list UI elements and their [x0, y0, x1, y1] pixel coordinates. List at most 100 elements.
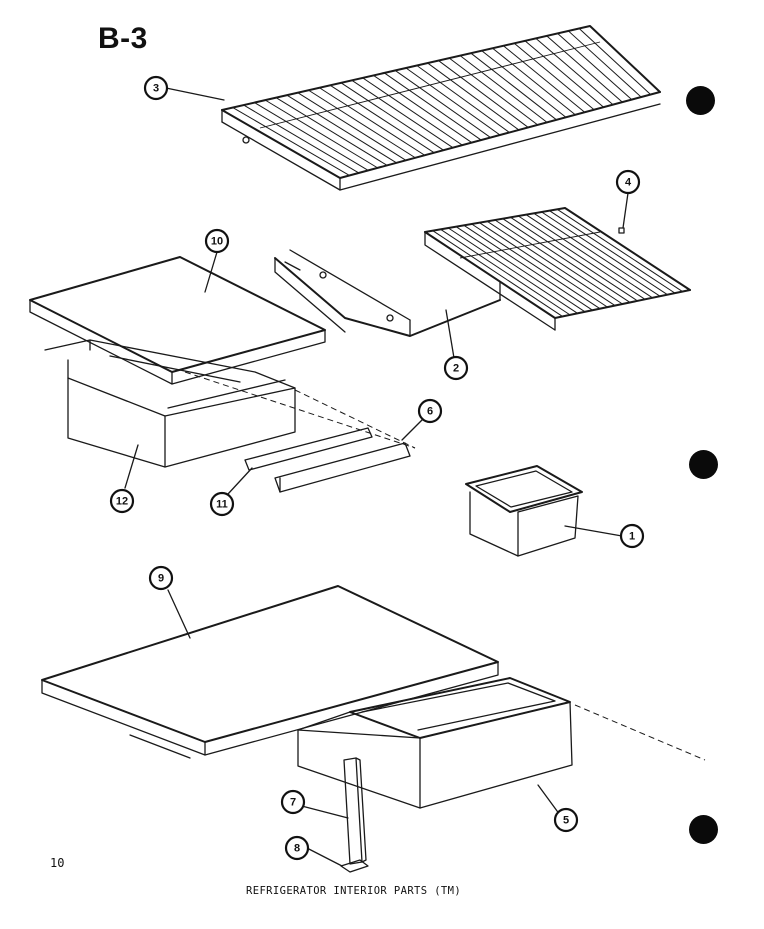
shelf-wire — [243, 104, 360, 174]
shelf-wire — [254, 102, 369, 171]
shelf-wire — [463, 224, 593, 311]
callout-7: 7 — [280, 789, 306, 815]
page-number: 10 — [50, 856, 65, 870]
shelf-wire — [525, 214, 653, 299]
callout-label: 9 — [158, 573, 164, 585]
shelf-wire — [308, 89, 416, 159]
diagram-caption: REFRIGERATOR INTERIOR PARTS (TM) — [246, 885, 462, 897]
callout-ring — [148, 565, 174, 591]
shelf-wire — [556, 208, 683, 292]
shelf-wire — [492, 47, 576, 116]
post-foot — [340, 859, 369, 873]
callout-ring — [443, 355, 469, 381]
callout-5: 5 — [553, 807, 579, 833]
callout-label: 3 — [153, 83, 159, 95]
callout-ring — [143, 75, 169, 101]
callout-ring — [280, 789, 306, 815]
shelf-wire — [232, 107, 350, 176]
drawer-rail-rear — [274, 442, 411, 493]
shelf-wire — [578, 28, 651, 95]
shelf-wire — [265, 99, 378, 169]
shelf-wire — [502, 218, 631, 303]
callout-label: 8 — [294, 843, 300, 855]
shelf-wire — [384, 72, 482, 141]
lower-cover — [41, 585, 499, 759]
callout-label: 5 — [563, 815, 569, 827]
shelf-wire — [427, 62, 520, 131]
callout-ring — [417, 398, 443, 424]
punch-hole — [689, 450, 718, 479]
shelf-wire — [524, 40, 604, 108]
callout-4: 4 — [615, 169, 641, 195]
callout-ring — [109, 488, 135, 514]
lower-drawer — [297, 677, 573, 809]
shelf-wire — [340, 82, 444, 151]
page-id: B-3 — [98, 22, 148, 55]
shelf-wire — [455, 226, 586, 313]
shelf-wire — [329, 84, 435, 154]
callout-ring — [284, 835, 310, 861]
shelf-wire — [405, 67, 501, 136]
shelf-wire — [394, 70, 491, 138]
shelf-wire — [535, 37, 614, 106]
shelf-wire — [362, 77, 463, 146]
shelf-wire — [416, 65, 510, 133]
wire-shelf-short — [424, 207, 691, 331]
punch-hole — [689, 815, 718, 844]
assembly-line — [184, 371, 416, 449]
shelf-wire — [440, 228, 571, 316]
shelf-wire — [546, 35, 623, 103]
shelf-wire — [479, 222, 608, 308]
shelf-wire — [373, 74, 473, 144]
shelf-wire — [510, 216, 638, 302]
assembly-line — [574, 704, 706, 761]
callout-ring — [615, 169, 641, 195]
shelf-wire — [459, 55, 548, 123]
callout-ring — [619, 523, 645, 549]
shelf-wire — [297, 92, 407, 161]
callout-ring — [209, 491, 235, 517]
shelf-wire — [471, 223, 601, 310]
callout-11: 11 — [209, 491, 235, 517]
shelf-support-bracket — [274, 249, 501, 337]
shelf-wire — [448, 57, 538, 126]
shelf-wire — [549, 210, 676, 294]
callout-ring — [553, 807, 579, 833]
callout-9: 9 — [148, 565, 174, 591]
punch-hole — [686, 86, 715, 115]
drawer-cover — [29, 256, 326, 385]
wire-shelf-top — [221, 25, 661, 191]
callout-label: 7 — [290, 797, 296, 809]
leader-lines — [124, 87, 623, 867]
callout-label: 10 — [211, 236, 223, 248]
shelf-clip — [618, 227, 625, 234]
callout-label: 1 — [629, 531, 635, 543]
callout-label: 4 — [625, 177, 632, 189]
callout-6: 6 — [417, 398, 443, 424]
shelf-wire — [275, 97, 388, 166]
assembly-line — [294, 389, 416, 449]
shelf-wire — [481, 50, 567, 118]
shelf-wire — [432, 230, 563, 317]
crisper-bin — [465, 465, 583, 557]
shelf-wire — [533, 212, 661, 297]
shelf-wire — [438, 60, 529, 128]
drawer-rail-front — [244, 427, 373, 471]
callout-3: 3 — [143, 75, 169, 101]
clip-leader — [622, 192, 629, 229]
shelf-wire — [557, 33, 633, 100]
callout-label: 12 — [116, 496, 128, 508]
shelf-wire — [486, 220, 616, 306]
callout-8: 8 — [284, 835, 310, 861]
shelf-wire — [286, 94, 397, 164]
shelf-wire — [351, 79, 454, 149]
callout-2: 2 — [443, 355, 469, 381]
upper-drawer — [44, 339, 296, 468]
shelf-wire — [541, 211, 668, 296]
callout-12: 12 — [109, 488, 135, 514]
callout-label: 6 — [427, 406, 433, 418]
callout-1: 1 — [619, 523, 645, 549]
